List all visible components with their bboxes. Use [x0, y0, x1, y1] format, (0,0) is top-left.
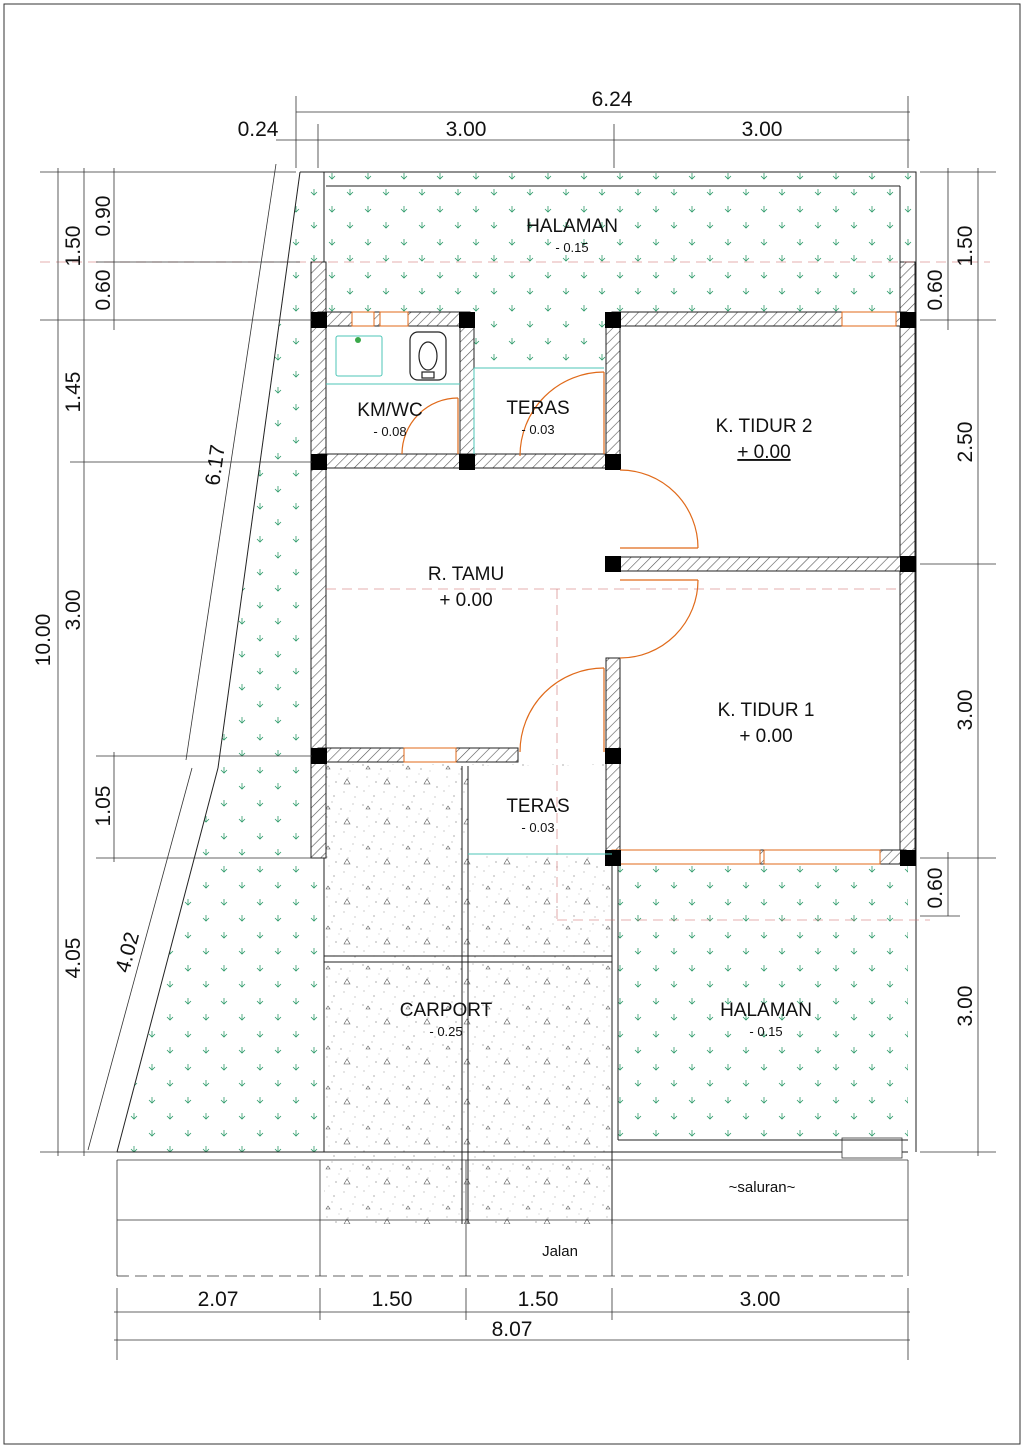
room-k-tidur-1: K. TIDUR 1	[718, 700, 815, 721]
label-jalan: Jalan	[542, 1243, 578, 1260]
halaman-top-area	[324, 172, 916, 320]
dim-bottom-b: 1.50	[372, 1288, 413, 1311]
dim-left-total: 10.00	[32, 614, 55, 667]
wall-left	[310, 261, 327, 859]
level-teras-bottom: - 0.03	[521, 820, 554, 835]
room-teras-top: TERAS	[506, 398, 569, 419]
dim-right-b: 2.50	[954, 422, 977, 463]
dim-bottom-c: 1.50	[518, 1288, 559, 1311]
room-kmwc: KM/WC	[357, 400, 422, 421]
room-k-tidur-2: K. TIDUR 2	[716, 416, 813, 437]
side-yard-left	[117, 172, 324, 1152]
dim-bottom-total: 8.07	[492, 1318, 533, 1341]
room-halaman-bottom: HALAMAN	[720, 1000, 812, 1021]
dim-right-d: 0.60	[924, 868, 947, 909]
room-r-tamu: R. TAMU	[428, 564, 504, 585]
dim-right-a2: 0.60	[924, 270, 947, 311]
dim-diag-lower: 4.02	[111, 930, 144, 975]
dim-left-c: 3.00	[62, 590, 85, 631]
dim-diag-upper: 6.17	[201, 443, 229, 487]
level-kmwc: - 0.08	[373, 424, 406, 439]
room-carport: CARPORT	[400, 1000, 493, 1021]
dim-top-left: 3.00	[446, 118, 487, 141]
dim-left-a2: 0.60	[92, 270, 115, 311]
room-halaman-top: HALAMAN	[526, 216, 618, 237]
room-teras-bottom: TERAS	[506, 796, 569, 817]
sink	[335, 335, 383, 377]
dim-left-d: 1.05	[92, 786, 115, 827]
level-k-tidur-2: + 0.00	[737, 442, 790, 463]
dim-left-a1: 0.90	[92, 196, 115, 237]
dim-top-right: 3.00	[742, 118, 783, 141]
dim-left-b: 1.45	[62, 372, 85, 413]
level-k-tidur-1: + 0.00	[739, 726, 792, 747]
dim-bottom-d: 3.00	[740, 1288, 781, 1311]
dim-top-total: 6.24	[592, 88, 633, 111]
dim-left-e: 4.05	[62, 938, 85, 979]
level-teras-top: - 0.03	[521, 422, 554, 437]
label-saluran: ~saluran~	[729, 1179, 796, 1196]
dim-bottom-a: 2.07	[198, 1288, 239, 1311]
level-halaman-top: - 0.15	[555, 240, 588, 255]
level-carport: - 0.25	[429, 1024, 462, 1039]
dim-top-offset: 0.24	[238, 118, 279, 141]
dim-right-a: 1.50	[954, 226, 977, 267]
dim-right-e: 3.00	[954, 986, 977, 1027]
level-r-tamu: + 0.00	[439, 590, 492, 611]
level-halaman-bottom: - 0.15	[749, 1024, 782, 1039]
dim-left-a: 1.50	[62, 226, 85, 267]
dim-right-c: 3.00	[954, 690, 977, 731]
halaman-bottom-area	[618, 866, 908, 1138]
toilet-icon	[409, 331, 447, 381]
